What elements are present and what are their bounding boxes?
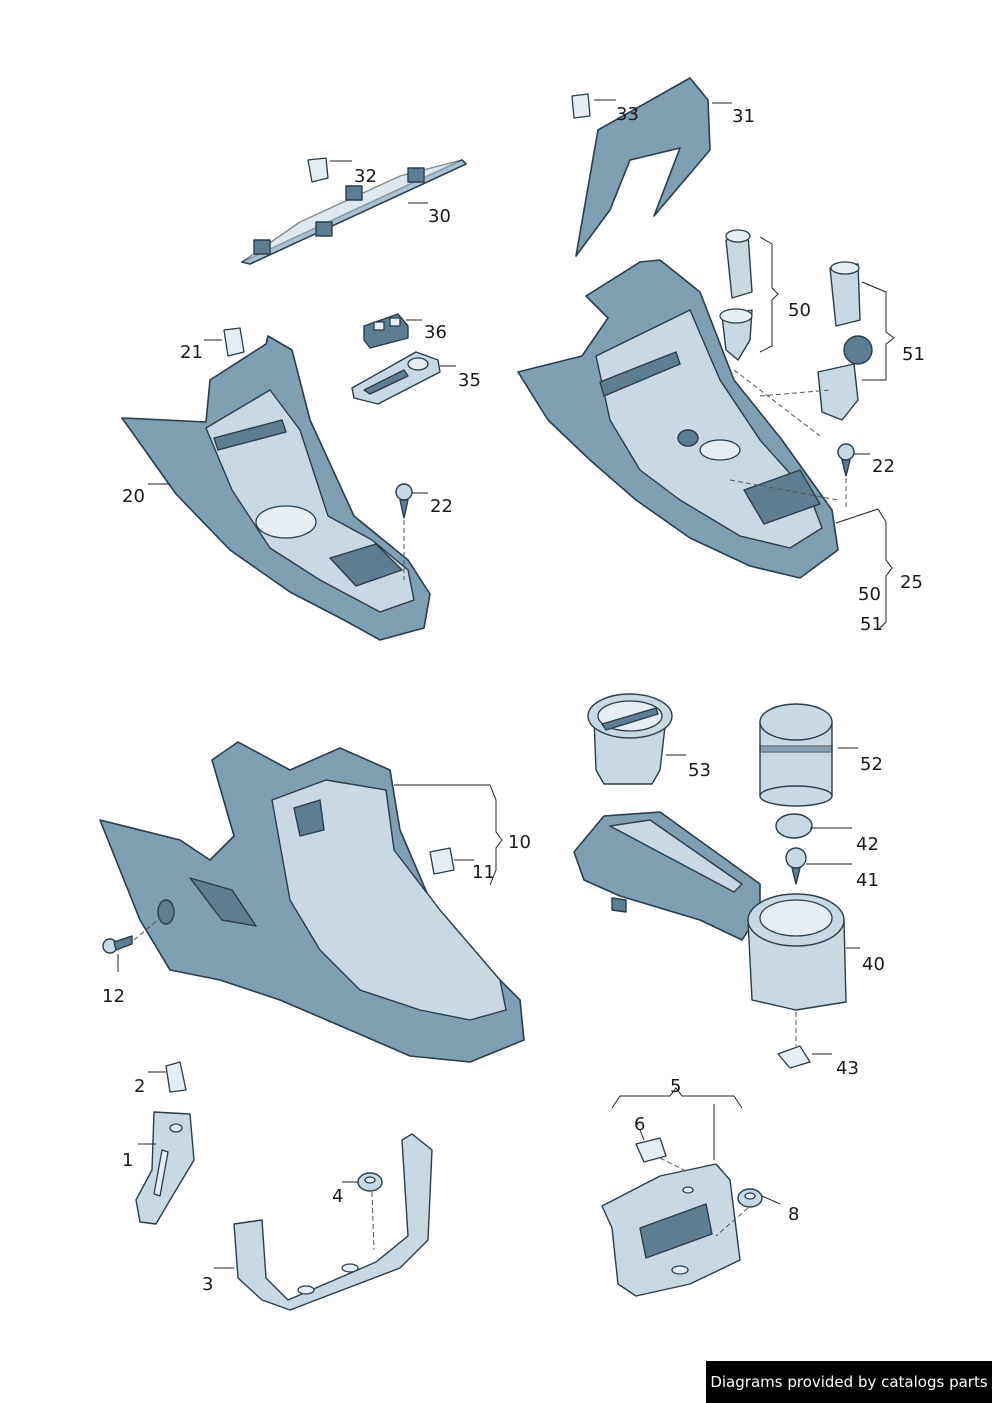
label-33: 33 (616, 104, 639, 125)
part-11-clip (429, 847, 455, 875)
part-5-bracket (601, 1163, 741, 1297)
part-35-frame (351, 351, 441, 405)
label-51-top: 51 (902, 344, 925, 365)
part-42-cap (775, 813, 813, 839)
part-25-center-console (517, 259, 839, 579)
part-4-nut (357, 1172, 383, 1192)
part-32-clip (307, 157, 329, 183)
part-31-side-trim (575, 77, 711, 257)
part-8-nut (737, 1188, 763, 1208)
label-50-top: 50 (788, 300, 811, 321)
part-3-bracket (233, 1133, 433, 1311)
part-1-bracket (135, 1111, 195, 1225)
label-12: 12 (102, 986, 125, 1007)
label-4: 4 (332, 1186, 343, 1207)
part-22-screw-left (395, 483, 413, 519)
label-52: 52 (860, 754, 883, 775)
part-51-socket (817, 261, 873, 421)
label-35: 35 (458, 370, 481, 391)
label-43: 43 (836, 1058, 859, 1079)
label-11: 11 (472, 862, 495, 883)
part-10-lower-console (99, 741, 525, 1063)
part-30-trim-strip (241, 159, 467, 265)
label-40: 40 (862, 954, 885, 975)
part-2-clip (165, 1061, 187, 1093)
part-36-switch (363, 313, 409, 349)
label-53: 53 (688, 760, 711, 781)
label-50-bottom: 50 (858, 584, 881, 605)
part-22-screw-right (837, 443, 855, 477)
label-42: 42 (856, 834, 879, 855)
label-25: 25 (900, 572, 923, 593)
label-30: 30 (428, 206, 451, 227)
part-43-clip (777, 1045, 811, 1069)
label-22-left: 22 (430, 496, 453, 517)
part-33-clip (571, 93, 591, 119)
part-6-clip (635, 1137, 667, 1163)
label-31: 31 (732, 106, 755, 127)
part-20-center-console (121, 335, 431, 641)
label-8: 8 (788, 1204, 799, 1225)
label-6: 6 (634, 1114, 645, 1135)
label-32: 32 (354, 166, 377, 187)
label-2: 2 (134, 1076, 145, 1097)
label-21: 21 (180, 342, 203, 363)
label-51-bottom: 51 (860, 614, 883, 635)
part-21-clip (223, 327, 245, 357)
label-1: 1 (122, 1150, 133, 1171)
label-10: 10 (508, 832, 531, 853)
label-41: 41 (856, 870, 879, 891)
part-52-cup (759, 703, 833, 807)
part-50-socket (719, 229, 753, 361)
credit-banner: Diagrams provided by catalogs parts (706, 1361, 992, 1403)
label-36: 36 (424, 322, 447, 343)
leader-lines (117, 99, 895, 1269)
label-5: 5 (670, 1076, 681, 1097)
part-41-screw (785, 847, 807, 885)
label-3: 3 (202, 1274, 213, 1295)
label-20: 20 (122, 486, 145, 507)
part-40-cup-holder (573, 811, 847, 1011)
label-22-right: 22 (872, 456, 895, 477)
part-53-cup-insert (587, 693, 673, 785)
part-12-screw (102, 935, 133, 954)
